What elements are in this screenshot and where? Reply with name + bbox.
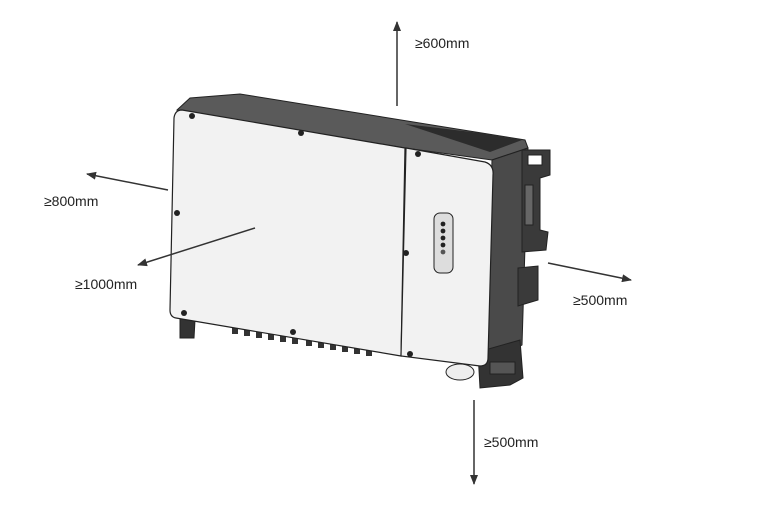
clearance-right-label: ≥500mm xyxy=(573,292,628,308)
clearance-front-label: ≥1000mm xyxy=(75,276,138,292)
led-indicator-panel xyxy=(433,212,454,274)
arrow-left xyxy=(86,171,169,191)
arrow-right xyxy=(547,262,632,283)
inverter xyxy=(169,93,551,389)
arrow-front xyxy=(137,227,256,267)
clearance-bottom-label: ≥500mm xyxy=(484,434,539,450)
clearance-left-label: ≥800mm xyxy=(44,193,99,209)
clearance-top-label: ≥600mm xyxy=(415,35,470,51)
